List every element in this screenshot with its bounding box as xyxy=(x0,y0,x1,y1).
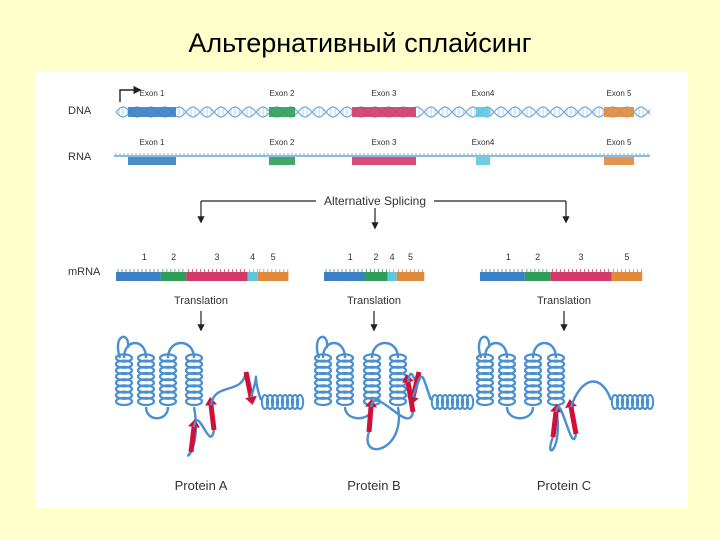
mrna-segment xyxy=(186,272,248,281)
mrna-segment xyxy=(160,272,187,281)
protein-label: Protein B xyxy=(347,478,400,493)
mrna-segment xyxy=(116,272,161,281)
protein-structure xyxy=(313,335,475,451)
rna-exon-5-block xyxy=(604,157,634,165)
rna-exon-3-block xyxy=(352,157,416,165)
protein-label: Protein C xyxy=(537,478,591,493)
mrna-exon-number: 4 xyxy=(390,252,395,262)
splicing-bracket: Alternative Splicing xyxy=(197,194,570,230)
dna-exon-3-label: Exon 3 xyxy=(372,89,397,98)
protein-structure xyxy=(114,335,305,457)
dna-strand xyxy=(115,106,651,118)
dna-exon-5-label: Exon 5 xyxy=(607,89,632,98)
mrna-row-label: mRNA xyxy=(68,266,101,278)
mrna-segment xyxy=(387,272,397,281)
rna-exon-5-label: Exon 5 xyxy=(607,138,632,147)
mrna-exon-number: 4 xyxy=(250,252,255,262)
dna-exon-4-block xyxy=(476,107,490,117)
dna-exon-4-label: Exon4 xyxy=(472,89,495,98)
mrna-segment xyxy=(257,272,289,281)
protein-structure xyxy=(475,335,655,452)
mrna-exon-number: 3 xyxy=(214,252,219,262)
mrna-exon-number: 5 xyxy=(271,252,276,262)
mrna-exon-number: 1 xyxy=(142,252,147,262)
rna-exon-1-label: Exon 1 xyxy=(140,138,165,147)
dna-exon-3-block xyxy=(352,107,416,117)
mrna-segment xyxy=(524,272,551,281)
mrna-exon-number: 5 xyxy=(408,252,413,262)
dna-exon-5-block xyxy=(604,107,634,117)
mrna-segment xyxy=(324,272,365,281)
mrna-exon-number: 1 xyxy=(506,252,511,262)
translation-label: Translation xyxy=(174,295,228,307)
translation-label: Translation xyxy=(347,295,401,307)
rna-strand xyxy=(114,153,650,165)
transcription-start-arrow xyxy=(119,85,142,102)
dna-exon-1-label: Exon 1 xyxy=(140,89,165,98)
rna-row-label: RNA xyxy=(68,151,92,163)
translation-label: Translation xyxy=(537,295,591,307)
dna-exon-2-label: Exon 2 xyxy=(270,89,295,98)
mrna-exon-number: 2 xyxy=(373,252,378,262)
mrna-segment xyxy=(611,272,643,281)
rna-exon-3-label: Exon 3 xyxy=(372,138,397,147)
alternative-splicing-label: Alternative Splicing xyxy=(324,194,426,208)
slide-title: Альтернативный сплайсинг xyxy=(188,28,532,58)
mrna-segment xyxy=(247,272,258,281)
dna-row-label: DNA xyxy=(68,105,92,117)
mrna-exon-number: 5 xyxy=(624,252,629,262)
rna-exon-2-label: Exon 2 xyxy=(270,138,295,147)
rna-exon-4-label: Exon4 xyxy=(472,138,495,147)
mrna-exon-number: 3 xyxy=(578,252,583,262)
mrna-exon-number: 2 xyxy=(171,252,176,262)
mrna-segment xyxy=(480,272,525,281)
mrna-exon-number: 2 xyxy=(535,252,540,262)
mrna-segment xyxy=(364,272,388,281)
rna-exon-1-block xyxy=(128,157,176,165)
rna-exon-4-block xyxy=(476,157,490,165)
dna-exon-1-block xyxy=(128,107,176,117)
mrna-exon-number: 1 xyxy=(348,252,353,262)
rna-exon-2-block xyxy=(269,157,295,165)
protein-label: Protein A xyxy=(175,478,228,493)
mrna-segment xyxy=(396,272,425,281)
dna-exon-2-block xyxy=(269,107,295,117)
mrna-segment xyxy=(550,272,612,281)
